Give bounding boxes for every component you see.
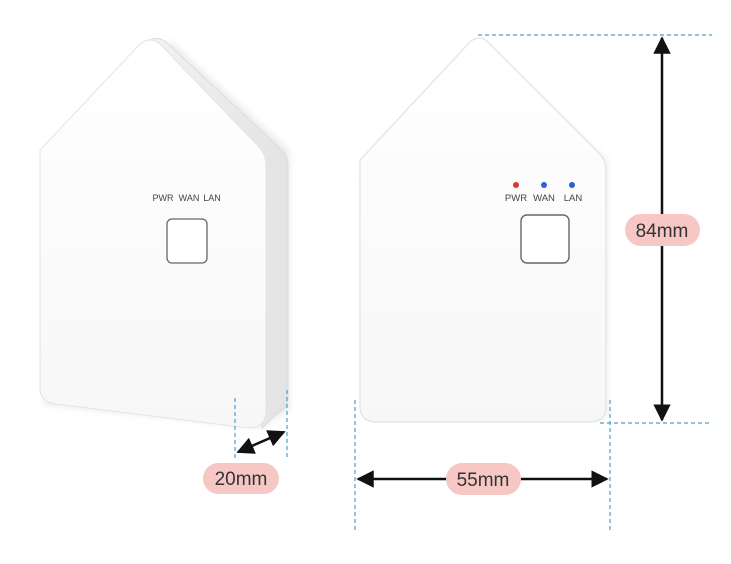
width-guides bbox=[354, 400, 611, 530]
depth-label: 20mm bbox=[215, 469, 268, 490]
right-lan-label: LAN bbox=[564, 193, 583, 204]
right-device-body bbox=[359, 37, 607, 423]
left-wan-label: WAN bbox=[179, 193, 200, 203]
right-pwr-label: PWR bbox=[505, 193, 527, 204]
width-label: 55mm bbox=[457, 470, 510, 491]
lan-led-icon bbox=[569, 182, 575, 188]
depth-arrow bbox=[236, 430, 286, 454]
width-label-pill: 55mm bbox=[446, 463, 521, 495]
right-wan-label: WAN bbox=[533, 193, 555, 204]
right-device: PWR WAN LAN bbox=[359, 37, 608, 423]
pwr-led-icon bbox=[513, 182, 519, 188]
left-device-button bbox=[166, 218, 208, 264]
left-device-side bbox=[149, 37, 289, 430]
left-device-front bbox=[39, 39, 267, 429]
left-pwr-label: PWR bbox=[153, 193, 174, 203]
height-label: 84mm bbox=[636, 221, 689, 242]
height-guides bbox=[478, 34, 712, 424]
wan-led-icon bbox=[541, 182, 547, 188]
left-device: PWR WAN LAN bbox=[39, 37, 290, 430]
right-device-button bbox=[520, 214, 570, 264]
height-label-pill: 84mm bbox=[625, 214, 700, 246]
depth-label-pill: 20mm bbox=[203, 463, 279, 494]
left-lan-label: LAN bbox=[203, 193, 221, 203]
depth-guides bbox=[234, 390, 288, 460]
